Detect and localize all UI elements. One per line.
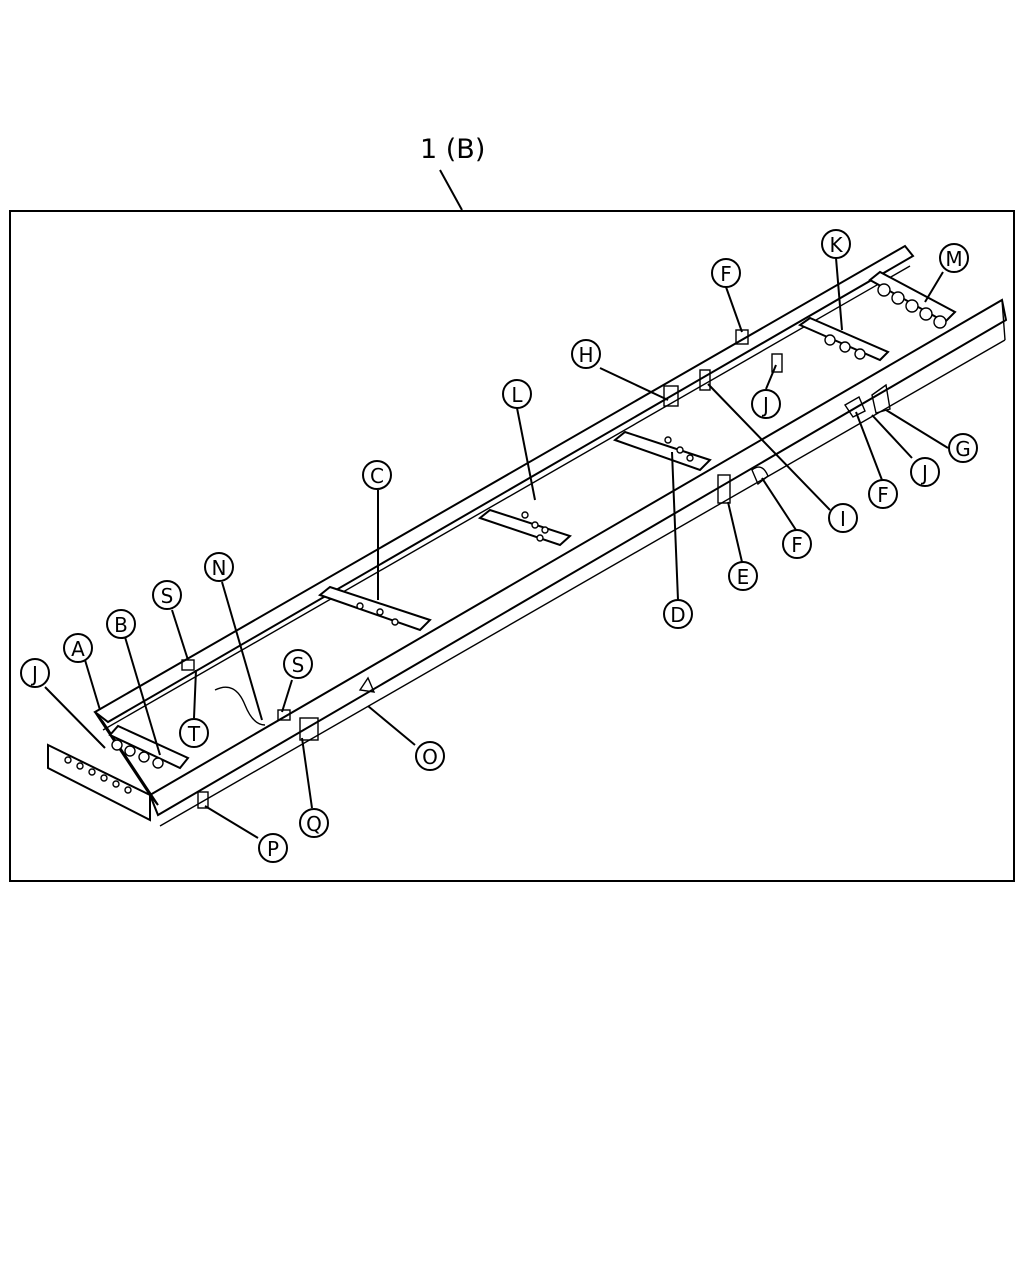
svg-text:S: S bbox=[161, 584, 174, 608]
bracket-o bbox=[358, 676, 376, 693]
bracket-f-rear bbox=[844, 396, 866, 418]
svg-text:C: C bbox=[370, 464, 384, 488]
bracket-i bbox=[699, 369, 711, 391]
callout-m: M bbox=[939, 243, 969, 273]
svg-text:M: M bbox=[945, 247, 962, 271]
svg-text:A: A bbox=[71, 637, 85, 661]
svg-text:O: O bbox=[422, 745, 438, 769]
bracket-f-middle bbox=[751, 466, 769, 486]
svg-text:N: N bbox=[212, 556, 227, 580]
svg-text:T: T bbox=[187, 722, 201, 746]
front-bumper-plate bbox=[47, 743, 151, 822]
callout-s-front: S bbox=[152, 580, 182, 610]
svg-text:L: L bbox=[511, 383, 523, 407]
svg-text:G: G bbox=[955, 437, 971, 461]
svg-text:E: E bbox=[737, 565, 750, 589]
svg-text:J: J bbox=[920, 461, 928, 485]
callout-c: C bbox=[362, 460, 392, 490]
callout-b: B bbox=[106, 609, 136, 639]
crossmember-c bbox=[317, 585, 432, 632]
callout-l: L bbox=[502, 379, 532, 409]
svg-text:Q: Q bbox=[306, 812, 322, 836]
svg-text:B: B bbox=[114, 613, 128, 637]
callout-j-upper: J bbox=[751, 389, 781, 419]
crossmember-k bbox=[797, 316, 890, 362]
callout-f-middle: F bbox=[782, 529, 812, 559]
svg-text:I: I bbox=[840, 507, 846, 531]
callout-s-rear: S bbox=[283, 649, 313, 679]
callout-leaders bbox=[44, 257, 949, 839]
svg-text:J: J bbox=[30, 662, 38, 686]
front-crossmember-b bbox=[108, 724, 190, 770]
assembly-reference-pointer bbox=[439, 169, 463, 211]
svg-text:S: S bbox=[292, 653, 305, 677]
svg-text:K: K bbox=[829, 233, 843, 257]
bracket-j-rear bbox=[771, 353, 783, 373]
callout-k: K bbox=[821, 229, 851, 259]
crossmember-l bbox=[477, 508, 572, 547]
callout-n: N bbox=[204, 552, 234, 582]
right-side-rail bbox=[148, 298, 1008, 817]
left-side-rail bbox=[93, 244, 915, 724]
rear-end-crossmember bbox=[868, 270, 957, 324]
pipe-n bbox=[214, 686, 266, 726]
callout-t: T bbox=[179, 718, 209, 748]
bracket-q bbox=[299, 717, 319, 741]
bracket-g bbox=[871, 383, 891, 414]
callout-j-front: J bbox=[20, 658, 50, 688]
callout-e: E bbox=[728, 561, 758, 591]
callout-f-rear: F bbox=[868, 479, 898, 509]
assembly-reference-label: 1 (B) bbox=[420, 134, 485, 165]
callout-p: P bbox=[258, 833, 288, 863]
svg-text:H: H bbox=[578, 343, 593, 367]
rear-crossmember-holes bbox=[877, 283, 947, 329]
chassis-frame-drawing bbox=[47, 244, 1008, 827]
bracket-s-rear bbox=[277, 709, 291, 721]
bracket-p bbox=[197, 791, 209, 809]
crossmember-d bbox=[612, 430, 712, 472]
front-crossmember-holes bbox=[111, 739, 164, 769]
svg-text:J: J bbox=[761, 393, 769, 417]
callout-h: H bbox=[571, 339, 601, 369]
callout-i: I bbox=[828, 503, 858, 533]
svg-text:P: P bbox=[267, 837, 279, 861]
diagram-frame bbox=[9, 210, 1015, 882]
svg-text:F: F bbox=[791, 533, 803, 557]
callout-d: D bbox=[663, 599, 693, 629]
svg-text:F: F bbox=[877, 483, 889, 507]
callout-q: Q bbox=[299, 808, 329, 838]
svg-text:F: F bbox=[720, 262, 732, 286]
svg-text:D: D bbox=[670, 603, 685, 627]
callout-a: A bbox=[63, 633, 93, 663]
callout-f-top: F bbox=[711, 258, 741, 288]
callout-j-rear: J bbox=[910, 457, 940, 487]
callout-o: O bbox=[415, 741, 445, 771]
callout-g: G bbox=[948, 433, 978, 463]
bracket-h bbox=[663, 385, 679, 407]
bracket-e bbox=[717, 474, 731, 504]
